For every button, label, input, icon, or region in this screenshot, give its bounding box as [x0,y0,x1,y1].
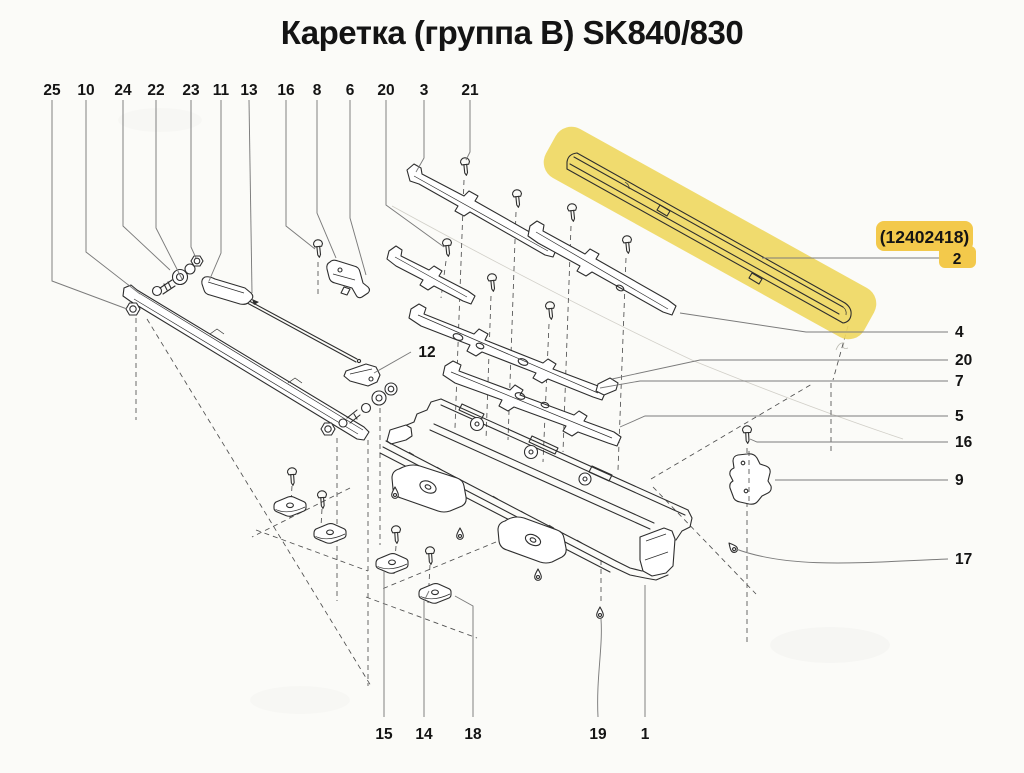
callout-9: 9 [955,472,964,489]
callout-25: 25 [43,82,61,99]
callout-17: 17 [955,551,972,568]
callout-10: 10 [77,82,94,99]
callout-2: 2 [953,251,962,268]
part-bracket-9 [729,451,772,505]
callout-23: 23 [182,82,200,99]
part-feet [273,495,452,604]
callout-14: 14 [415,726,433,743]
callout-21: 21 [461,82,479,99]
callout-labels: 25 10 24 22 23 11 13 16 8 6 20 3 21 4 20… [43,82,972,743]
callout-4: 4 [955,324,964,341]
callout-24: 24 [114,82,132,99]
diagram-title: Каретка (группа B) SK840/830 [280,14,744,51]
callout-3: 3 [420,82,429,99]
callout-13: 13 [240,82,258,99]
part-code: (12402418) [880,227,970,247]
label-tab [939,246,976,268]
callout-18: 18 [464,726,482,743]
callout-5: 5 [955,408,964,425]
callout-7: 7 [955,373,964,390]
part-rail-2 [566,152,852,324]
callout-22: 22 [147,82,164,99]
callout-11: 11 [213,82,230,99]
part-number-label: (12402418) 2 [876,221,976,268]
callout-16-top: 16 [277,82,295,99]
callout-6: 6 [346,82,355,99]
part-base-1 [379,398,693,581]
callout-16-right: 16 [955,434,973,451]
callout-1: 1 [641,726,650,743]
callout-15: 15 [375,726,393,743]
scan-artifacts [391,205,904,440]
part-strips [386,163,677,447]
callout-8: 8 [313,82,322,99]
part-bracket-8 [326,259,371,299]
part-left-rail-assembly [122,255,398,441]
callout-20-top: 20 [377,82,394,99]
label-box [876,221,973,251]
callout-12: 12 [418,344,435,361]
leader-lines [51,99,949,718]
callout-19: 19 [589,726,607,743]
callout-20-right: 20 [955,352,972,369]
